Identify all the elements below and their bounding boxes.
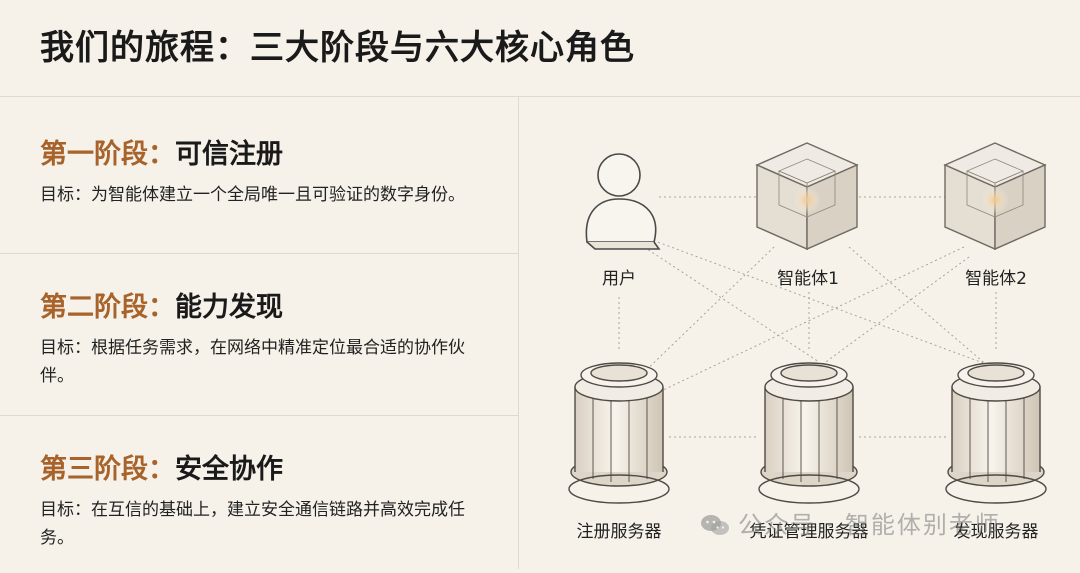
column-divider — [518, 96, 519, 569]
stage-2: 第二阶段：能力发现 目标：根据任务需求，在网络中精准定位最合适的协作伙伴。 — [40, 285, 500, 390]
wechat-icon — [701, 515, 729, 535]
agent-1-label: 智能体1 — [777, 269, 839, 289]
stage-1-number: 第一阶段： — [40, 139, 175, 170]
registry-server-icon — [568, 362, 670, 504]
stage-3-heading: 第三阶段：安全协作 — [40, 447, 500, 486]
discovery-server-label: 发现服务器 — [953, 522, 1039, 542]
user-label: 用户 — [602, 269, 636, 289]
agent-2-label: 智能体2 — [965, 269, 1027, 289]
stage-1: 第一阶段：可信注册 目标：为智能体建立一个全局唯一且可验证的数字身份。 — [40, 132, 500, 209]
page-title: 我们的旅程：三大阶段与六大核心角色 — [40, 28, 635, 68]
stage-1-heading: 第一阶段：可信注册 — [40, 132, 500, 171]
user-icon — [585, 153, 661, 250]
registry-server-label: 注册服务器 — [576, 522, 662, 542]
stage-2-name: 能力发现 — [175, 292, 283, 323]
stage-3-number: 第三阶段： — [40, 454, 175, 485]
credential-server-label: 凭证管理服务器 — [749, 522, 869, 542]
roles-diagram: 用户 智能体1 智能体2 注册服务器 凭证管理服务器 发现服务器 — [519, 97, 1080, 569]
watermark-text: 公众号 · 智能体别老师 — [738, 511, 1001, 539]
stage-1-name: 可信注册 — [175, 139, 283, 170]
stage-divider — [0, 253, 518, 254]
stage-2-goal: 目标：根据任务需求，在网络中精准定位最合适的协作伙伴。 — [40, 338, 465, 386]
stage-2-heading: 第二阶段：能力发现 — [40, 285, 500, 324]
stage-3-name: 安全协作 — [175, 454, 283, 485]
header-divider — [0, 96, 1080, 97]
discovery-server-icon — [945, 362, 1047, 504]
agent-2-cube-icon — [943, 142, 1047, 251]
stage-1-goal: 目标：为智能体建立一个全局唯一且可验证的数字身份。 — [40, 185, 465, 205]
roles-diagram-canvas — [568, 142, 1047, 504]
connection-lines — [618, 196, 997, 438]
stage-2-number: 第二阶段： — [40, 292, 175, 323]
watermark: 公众号 · 智能体别老师 — [700, 505, 1001, 540]
credential-server-icon — [758, 362, 860, 504]
agent-1-cube-icon — [755, 142, 859, 251]
stage-3: 第三阶段：安全协作 目标：在互信的基础上，建立安全通信链路并高效完成任务。 — [40, 447, 500, 552]
stage-3-goal: 目标：在互信的基础上，建立安全通信链路并高效完成任务。 — [40, 500, 465, 548]
stage-divider — [0, 415, 518, 416]
